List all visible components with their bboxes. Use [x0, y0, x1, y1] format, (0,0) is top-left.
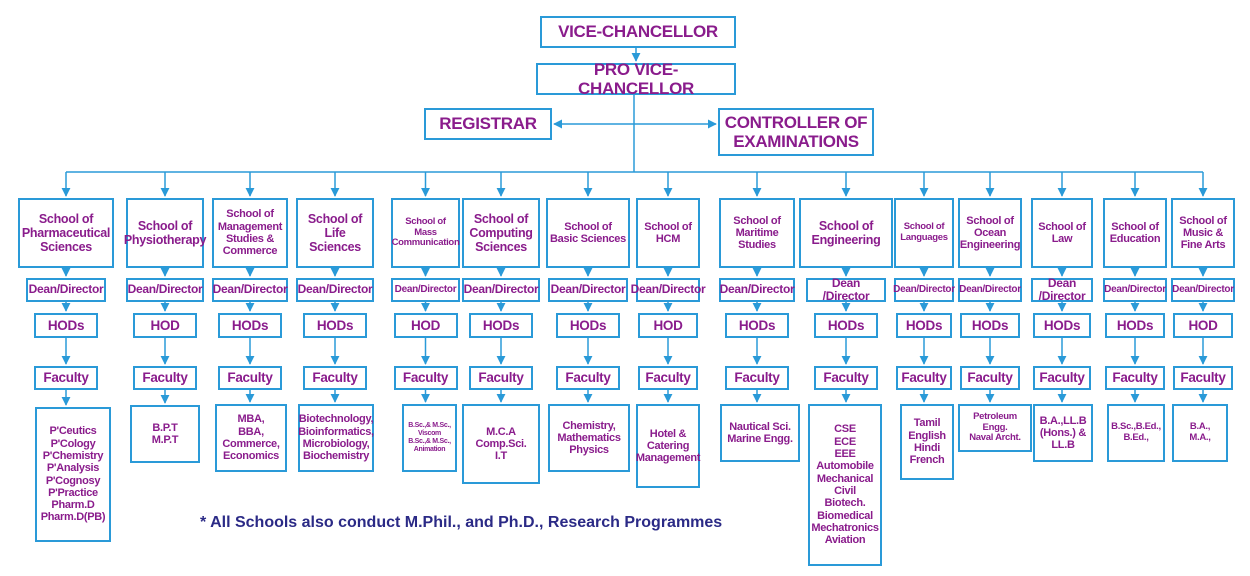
school-box: School of Ocean Engineering: [958, 198, 1022, 268]
school-box: School of Physiotherapy: [124, 198, 206, 268]
programmes-box: Nautical Sci. Marine Engg.: [720, 404, 800, 462]
hod-box: HODs: [469, 313, 533, 338]
dean-director-box: Dean/Director: [631, 278, 706, 302]
faculty-box: Faculty: [469, 366, 533, 390]
faculty-box: Faculty: [133, 366, 197, 390]
programmes-box: M.C.A Comp.Sci. I.T: [462, 404, 540, 484]
hod-box: HODs: [303, 313, 367, 338]
hod-box: HOD: [133, 313, 197, 338]
hod-box: HODs: [1033, 313, 1091, 338]
school-box: School of Mass Communication: [391, 198, 460, 268]
hod-box: HODs: [34, 313, 98, 338]
programmes-box: Petroleum Engg. Naval Archt.: [958, 404, 1032, 452]
programmes-box: B.A., M.A.,: [1172, 404, 1228, 462]
hod-box: HODs: [1105, 313, 1165, 338]
pro-vice-chancellor-box: PRO VICE-CHANCELLOR: [536, 60, 736, 98]
faculty-box: Faculty: [896, 366, 952, 390]
dean-director-box: Dean/Director: [719, 278, 795, 302]
hod-box: HODs: [725, 313, 789, 338]
footnote: * All Schools also conduct M.Phil., and …: [200, 514, 723, 531]
dean-director-box: Dean/Director: [1171, 278, 1235, 302]
programmes-box: B.Sc.,& M.Sc., Viscom B.Sc.,& M.Sc., Ani…: [402, 404, 457, 472]
school-box: School of Engineering: [799, 198, 893, 268]
dean-director-box: Dean/Director: [893, 278, 955, 302]
hod-box: HODs: [814, 313, 878, 338]
dean-director-box: Dean /Director: [806, 276, 886, 303]
faculty-box: Faculty: [960, 366, 1020, 390]
faculty-box: Faculty: [303, 366, 367, 390]
school-box: School of Management Studies & Commerce: [212, 198, 288, 268]
faculty-box: Faculty: [1105, 366, 1165, 390]
hod-box: HODs: [218, 313, 282, 338]
school-box: School of Languages: [894, 198, 954, 268]
programmes-box: B.Sc.,B.Ed., B.Ed.,: [1107, 404, 1165, 462]
school-box: School of Computing Sciences: [462, 198, 540, 268]
dean-director-box: Dean/Director: [126, 278, 204, 302]
vice-chancellor-box: VICE-CHANCELLOR: [540, 16, 736, 48]
dean-director-box: Dean/Director: [296, 278, 374, 302]
dean-director-box: Dean/Director: [1103, 278, 1167, 302]
school-box: School of Education: [1103, 198, 1167, 268]
programmes-box: Hotel & Catering Management: [636, 404, 700, 488]
programmes-box: P'Ceutics P'Cology P'Chemistry P'Analysi…: [35, 407, 111, 542]
school-box: School of Music & Fine Arts: [1171, 198, 1235, 268]
faculty-box: Faculty: [1173, 366, 1233, 390]
hod-box: HODs: [556, 313, 620, 338]
faculty-box: Faculty: [34, 366, 98, 390]
school-box: School of Maritime Studies: [719, 198, 795, 268]
faculty-box: Faculty: [393, 366, 458, 390]
dean-director-box: Dean/Director: [391, 278, 460, 302]
school-box: School of Life Sciences: [296, 198, 374, 268]
registrar-box: REGISTRAR: [424, 108, 552, 140]
programmes-box: B.P.T M.P.T: [130, 405, 200, 463]
dean-director-box: Dean/Director: [462, 278, 540, 302]
hod-box: HOD: [393, 313, 458, 338]
school-box: School of HCM: [636, 198, 700, 268]
dean-director-box: Dean/Director: [958, 278, 1022, 302]
dean-director-box: Dean/Director: [548, 278, 628, 302]
programmes-box: MBA, BBA, Commerce, Economics: [215, 404, 287, 472]
faculty-box: Faculty: [1033, 366, 1091, 390]
programmes-box: B.A.,LL.B (Hons.) & LL.B: [1033, 404, 1093, 462]
hod-box: HOD: [1173, 313, 1233, 338]
hod-box: HODs: [896, 313, 952, 338]
hod-box: HOD: [638, 313, 698, 338]
programmes-box: Tamil English Hindi French: [900, 404, 954, 480]
programmes-box: CSE ECE EEE Automobile Mechanical Civil …: [808, 404, 882, 566]
faculty-box: Faculty: [638, 366, 698, 390]
school-box: School of Basic Sciences: [546, 198, 630, 268]
faculty-box: Faculty: [725, 366, 789, 390]
programmes-box: Biotechnology, Bioinformatics, Microbiol…: [298, 404, 374, 472]
dean-director-box: Dean/Director: [212, 278, 288, 302]
dean-director-box: Dean/Director: [26, 278, 106, 302]
dean-director-box: Dean /Director: [1031, 276, 1093, 303]
school-box: School of Pharmaceutical Sciences: [18, 198, 114, 268]
faculty-box: Faculty: [218, 366, 282, 390]
programmes-box: Chemistry, Mathematics Physics: [548, 404, 630, 472]
faculty-box: Faculty: [814, 366, 878, 390]
school-box: School of Law: [1031, 198, 1093, 268]
faculty-box: Faculty: [556, 366, 620, 390]
controller-of-examinations-box: CONTROLLER OF EXAMINATIONS: [718, 108, 874, 156]
hod-box: HODs: [960, 313, 1020, 338]
